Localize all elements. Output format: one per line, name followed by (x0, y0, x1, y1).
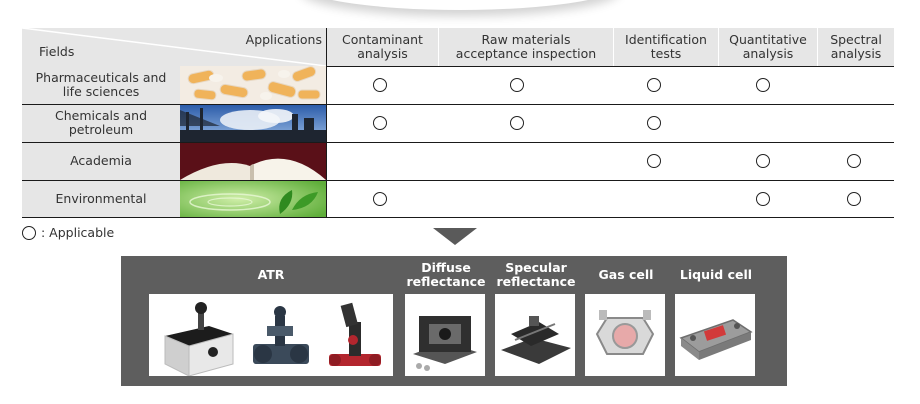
column-header-contaminant: Contaminant analysis (327, 28, 438, 66)
specular-reflectance-card (495, 294, 575, 376)
applicable-circle-icon (847, 192, 861, 206)
header-separator (613, 28, 614, 66)
corner-diagonal (22, 28, 326, 66)
field-pharmaceuticals: Pharmaceuticals and life sciences (22, 66, 180, 104)
header-separator (438, 28, 439, 66)
green-leaves-photo (180, 180, 326, 218)
header-separator (718, 28, 719, 66)
group-title-gas-cell: Gas cell (598, 267, 654, 282)
gas-cell-icon (595, 310, 655, 355)
applications-label: Applications (245, 32, 322, 47)
atr-single-reflection-icon (164, 302, 234, 377)
row-divider (22, 217, 894, 218)
column-header-raw-materials: Raw materials acceptance inspection (439, 28, 613, 66)
applicable-circle-icon (510, 116, 524, 130)
row-divider (22, 142, 894, 143)
top-shadow-arc (300, 0, 620, 10)
applicable-circle-icon (373, 78, 387, 92)
applicable-circle-icon (373, 192, 387, 206)
atr-card (149, 294, 393, 377)
applicable-circle-icon (847, 154, 861, 168)
applicable-circle-icon (756, 78, 770, 92)
applicable-circle-icon (647, 154, 661, 168)
field-academia: Academia (22, 142, 180, 180)
header-separator (326, 28, 327, 218)
liquid-cell-icon (679, 319, 753, 360)
gas-cell-card (585, 294, 665, 376)
legend-label: : Applicable (41, 225, 115, 240)
open-book-photo (180, 142, 326, 180)
column-header-spectral: Spectral analysis (818, 28, 894, 66)
fields-label: Fields (39, 44, 75, 59)
table-corner: Applications Fields (22, 28, 326, 66)
legend: : Applicable (22, 225, 114, 240)
applications-table: Applications Fields Contaminant analysis… (22, 28, 894, 218)
field-chemicals: Chemicals and petroleum (22, 104, 180, 142)
group-title-specular: Specular reflectance (496, 260, 576, 289)
group-title-atr: ATR (257, 267, 285, 282)
applicable-circle-icon (510, 78, 524, 92)
row-divider (326, 66, 894, 67)
field-environmental: Environmental (22, 180, 180, 218)
specular-reflectance-icon (501, 316, 571, 364)
row-divider (22, 180, 894, 181)
atr-diamond-icon (253, 306, 309, 364)
applicable-circle-icon (647, 78, 661, 92)
column-header-quantitative: Quantitative analysis (719, 28, 817, 66)
diffuse-reflectance-card (405, 294, 485, 376)
row-divider (22, 104, 894, 105)
group-title-liquid-cell: Liquid cell (679, 267, 753, 282)
liquid-cell-card (675, 294, 755, 376)
atr-red-stage-icon (329, 302, 381, 366)
header-separator (817, 28, 818, 66)
down-arrow-icon (433, 228, 477, 245)
applicable-circle-icon (373, 116, 387, 130)
column-header-identification: Identification tests (614, 28, 718, 66)
diffuse-reflectance-icon (413, 316, 477, 371)
applicable-circle-icon (756, 192, 770, 206)
applicable-circle-icon (22, 225, 36, 240)
group-title-diffuse: Diffuse reflectance (406, 260, 486, 289)
pills-photo (180, 66, 326, 104)
applicable-circle-icon (756, 154, 770, 168)
accessories-panel: ATR Diffuse reflectance Specular reflect… (121, 256, 787, 386)
applicable-circle-icon (647, 116, 661, 130)
industrial-plant-photo (180, 104, 326, 142)
